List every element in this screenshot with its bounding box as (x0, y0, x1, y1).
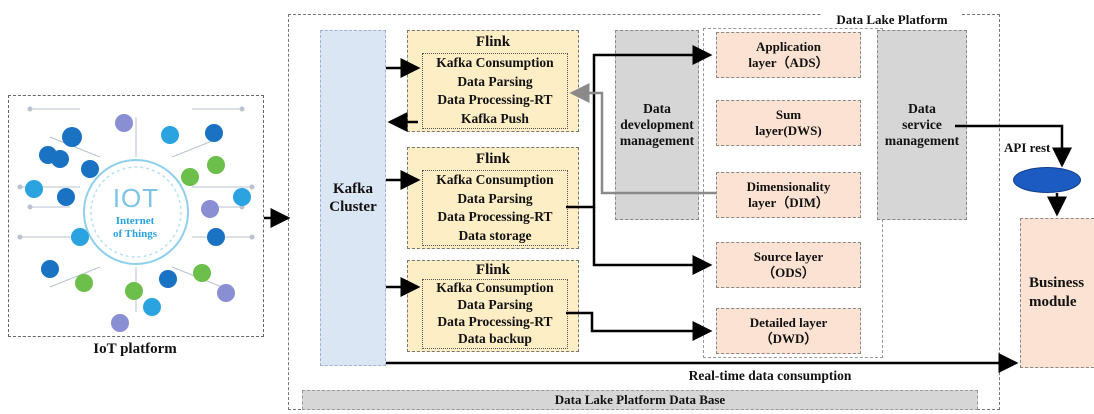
data-lake-database: Data Lake Platform Data Base (302, 390, 978, 410)
layer-dwd: Detailed layer （DWD） (716, 308, 861, 354)
api-rest-label: API rest (1004, 140, 1051, 155)
layer-name: Detailed layer (749, 314, 828, 330)
layer-ods: Source layer （ODS） (716, 242, 861, 288)
device-icons (25, 114, 251, 332)
iot-platform-panel: IOT Internet of Things (8, 95, 264, 337)
iot-hub-subtitle-1: Internet (115, 214, 155, 227)
flink-title: Flink (475, 33, 511, 50)
dev-mgmt-line: development (620, 116, 694, 132)
svc-mgmt-line: management (884, 133, 960, 149)
flink-steps: Kafka Consumption Data Parsing Data Proc… (422, 53, 568, 129)
flink-steps: Kafka Consumption Data Parsing Data Proc… (422, 170, 568, 246)
flink-step: Kafka Push (461, 110, 529, 126)
business-module-line2: module (1029, 294, 1077, 310)
svc-mgmt-line: Data (908, 100, 936, 116)
flink-step: Kafka Consumption (436, 172, 554, 188)
flink-step: Data Parsing (457, 73, 533, 89)
flink-step: Data backup (458, 331, 532, 347)
data-lake-title: Data Lake Platform (822, 12, 962, 28)
layer-name: Dimensionality (746, 178, 831, 194)
realtime-consumption-label: Real-time data consumption (688, 368, 852, 383)
flink-step: Kafka Consumption (436, 55, 554, 71)
business-module: Business module (1020, 218, 1094, 368)
flink-step: Data Processing-RT (437, 209, 553, 225)
flink-block-3: Flink Kafka Consumption Data Parsing Dat… (407, 260, 579, 352)
flink-title: Flink (475, 261, 511, 278)
data-development-management: Data development management (615, 30, 699, 220)
layer-code: layer(DWS) (755, 123, 822, 138)
layer-name: Sum (775, 106, 802, 122)
dev-mgmt-line: management (619, 133, 695, 149)
layer-name: Source layer (753, 248, 824, 264)
kafka-cluster-line2: Cluster (329, 199, 377, 215)
flink-step: Data storage (458, 227, 532, 243)
kafka-cluster-line1: Kafka (332, 181, 373, 197)
layer-ads: Application layer（ADS） (716, 32, 861, 78)
layer-code: layer（DIM） (748, 195, 829, 210)
flink-step: Data Processing-RT (437, 92, 553, 108)
flink-title: Flink (475, 150, 511, 167)
iot-hub-subtitle-2: of Things (112, 227, 158, 240)
flink-step: Kafka Consumption (436, 280, 554, 296)
flink-block-2: Flink Kafka Consumption Data Parsing Dat… (407, 147, 579, 249)
flink-step: Data Processing-RT (437, 314, 553, 330)
layer-name: Application (755, 38, 821, 54)
iot-hub-text: IOT (112, 182, 160, 213)
svc-mgmt-line: service (902, 116, 942, 132)
layer-code: （ODS） (762, 265, 815, 280)
flink-steps: Kafka Consumption Data Parsing Data Proc… (422, 279, 568, 349)
layer-dws: Sum layer(DWS) (716, 100, 861, 146)
layer-dim: Dimensionality layer（DIM） (716, 172, 861, 218)
kafka-cluster: Kafka Cluster (320, 30, 386, 366)
flink-step: Data Parsing (457, 297, 533, 313)
business-module-line1: Business (1029, 275, 1085, 292)
flink-step: Data Parsing (457, 190, 533, 206)
api-rest-node (1013, 167, 1081, 193)
dev-mgmt-line: Data (643, 100, 671, 116)
data-service-management: Data service management (877, 30, 967, 220)
flink-block-1: Flink Kafka Consumption Data Parsing Dat… (407, 30, 579, 132)
layer-code: layer（ADS） (748, 55, 829, 70)
layer-code: （DWD） (759, 331, 818, 346)
iot-platform-label: IoT platform (93, 340, 177, 357)
iot-network-graphic (17, 106, 255, 332)
